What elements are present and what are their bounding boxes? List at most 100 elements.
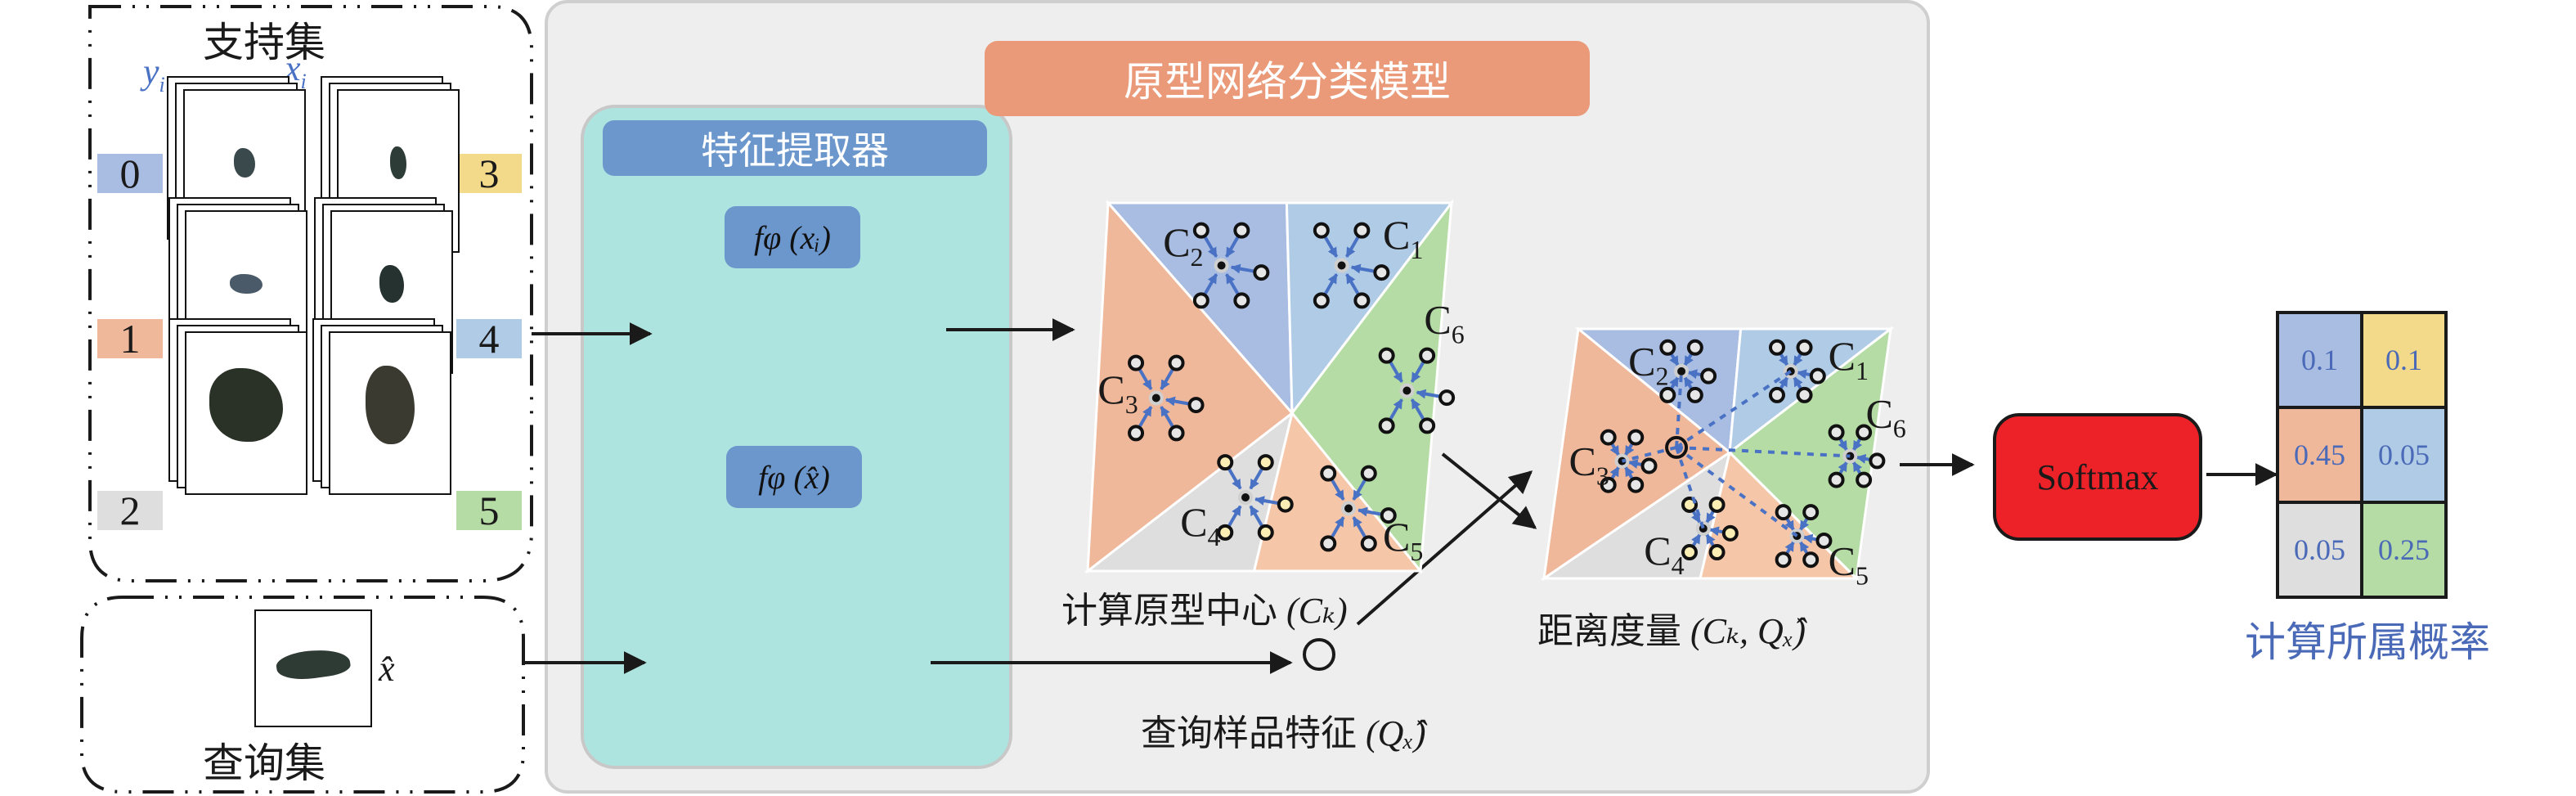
distance-line	[1676, 445, 1851, 458]
support-embedding-point	[1600, 476, 1617, 493]
class-label-5: 5	[456, 488, 522, 533]
prototype-center-point	[1151, 394, 1160, 402]
support-embedding-point	[1796, 339, 1813, 356]
region-label-subscript: 4	[1672, 551, 1685, 580]
support-embedding-point	[1700, 367, 1717, 385]
region-label-subscript: 3	[1125, 389, 1138, 419]
support-sample-blob	[234, 148, 255, 178]
region-label-subscript: 6	[1452, 320, 1465, 349]
probability-value: 0.1	[2385, 344, 2422, 376]
support-embedding-point	[1681, 544, 1699, 561]
support-embedding-point	[1721, 524, 1739, 542]
region-label-subscript: 6	[1893, 413, 1906, 443]
probability-cell: 0.45	[2276, 406, 2363, 504]
model-title: 原型网络分类模型	[985, 41, 1590, 116]
region-c3	[1542, 326, 1732, 582]
support-embedding-point	[1378, 417, 1395, 434]
support-embedding-point	[1627, 429, 1645, 446]
query-feature-caption-math: (Qₓ̂)	[1366, 713, 1426, 753]
probability-cell: 0.05	[2276, 501, 2363, 599]
support-embedding-point	[1686, 386, 1703, 403]
support-embedding-point	[1360, 465, 1377, 482]
support-embedding-point	[1192, 292, 1209, 309]
support-embedding-point	[1627, 476, 1645, 493]
prototype-center-point	[1241, 493, 1250, 501]
support-embedding-point	[1217, 454, 1234, 471]
support-embedding-point	[1828, 471, 1845, 488]
query-sample-blob	[275, 645, 352, 684]
support-embedding-point	[1438, 389, 1456, 407]
class-label-1: 1	[97, 316, 163, 362]
support-embedding-point	[1257, 524, 1274, 541]
class-label-4: 4	[456, 316, 522, 362]
support-embedding-point	[1192, 222, 1209, 239]
support-embedding-point	[1277, 496, 1294, 513]
probability-value: 0.45	[2294, 438, 2345, 471]
support-embedding-point	[1253, 264, 1270, 281]
feature-extractor-panel	[581, 105, 1012, 769]
support-embedding-point	[1802, 551, 1820, 569]
support-embedding-point	[1233, 292, 1250, 309]
support-embedding-point	[1168, 425, 1185, 442]
label-x-subscript: i	[300, 69, 307, 93]
region-label-c4: C4	[1180, 499, 1220, 551]
probability-cell: 0.25	[2360, 501, 2448, 599]
query-embedding-fn: fφ (x̂)	[726, 446, 862, 508]
support-embedding-point	[1768, 339, 1785, 356]
support-label-y: yi	[143, 51, 165, 97]
region-label-c6: C6	[1424, 297, 1464, 349]
support-embedding-point	[1353, 292, 1371, 309]
support-embedding-point	[1233, 222, 1250, 239]
prototype-caption-cn: 计算原型中心	[1061, 590, 1277, 632]
support-embedding-point	[1360, 535, 1377, 552]
query-feature-caption: 查询样品特征 (Qₓ̂)	[1141, 704, 1426, 756]
region-label-subscript: 4	[1208, 522, 1221, 551]
support-embedding-point	[1659, 386, 1676, 403]
support-embedding-point	[1373, 264, 1390, 281]
support-sample-blob	[209, 368, 283, 442]
arrow-query-to-distance	[1356, 470, 1533, 626]
support-embedding-point	[1686, 339, 1703, 356]
support-embedding-point	[1856, 471, 1873, 488]
support-embedding-point	[1775, 504, 1792, 521]
region-label-subscript: 5	[1856, 560, 1869, 590]
probability-value: 0.1	[2301, 344, 2338, 376]
query-sample-label: x̂	[379, 649, 395, 689]
class-label-2: 2	[97, 488, 163, 533]
support-image-card	[185, 331, 307, 495]
support-sample-blob	[366, 366, 415, 444]
distance-line	[1621, 445, 1677, 463]
support-embedding-point	[1378, 347, 1395, 364]
support-embedding-point	[1809, 367, 1826, 385]
distance-caption: 距离度量 (Cₖ, Qₓ̂)	[1537, 601, 1806, 654]
support-embedding-point	[1187, 397, 1205, 414]
region-label-subscript: 5	[1410, 537, 1423, 566]
prototype-caption-math: (Cₖ)	[1286, 591, 1348, 631]
support-embedding-point	[1768, 386, 1785, 403]
distance-caption-math: (Cₖ, Qₓ̂)	[1690, 611, 1806, 651]
support-embedding-point	[1640, 457, 1658, 474]
probability-cell: 0.1	[2360, 311, 2448, 409]
support-embedding-point	[1168, 354, 1185, 371]
query-image	[254, 609, 372, 727]
probability-caption: 计算所属概率	[2245, 618, 2490, 666]
region-label-subscript: 1	[1410, 235, 1423, 264]
label-y-subscript: i	[159, 72, 165, 97]
support-embedding-point	[1815, 532, 1833, 549]
support-set-border	[88, 5, 533, 582]
support-embedding-point	[1659, 339, 1676, 356]
query-set-border	[80, 596, 525, 794]
support-image-card	[329, 331, 451, 495]
region-label-c6: C6	[1865, 390, 1905, 443]
support-embedding-point	[1320, 535, 1337, 552]
support-embedding-point	[1380, 507, 1397, 524]
region-label-subscript: 2	[1191, 242, 1204, 272]
feature-extractor-title: 特征提取器	[603, 120, 987, 176]
support-sample-blob	[390, 146, 406, 179]
support-embedding-point	[1419, 417, 1436, 434]
support-embedding-point	[1796, 386, 1813, 403]
region-label-subscript: 2	[1655, 361, 1668, 390]
support-embedding-point	[1128, 425, 1145, 442]
query-feature-point	[1303, 638, 1335, 671]
support-embedding-point	[1257, 454, 1274, 471]
